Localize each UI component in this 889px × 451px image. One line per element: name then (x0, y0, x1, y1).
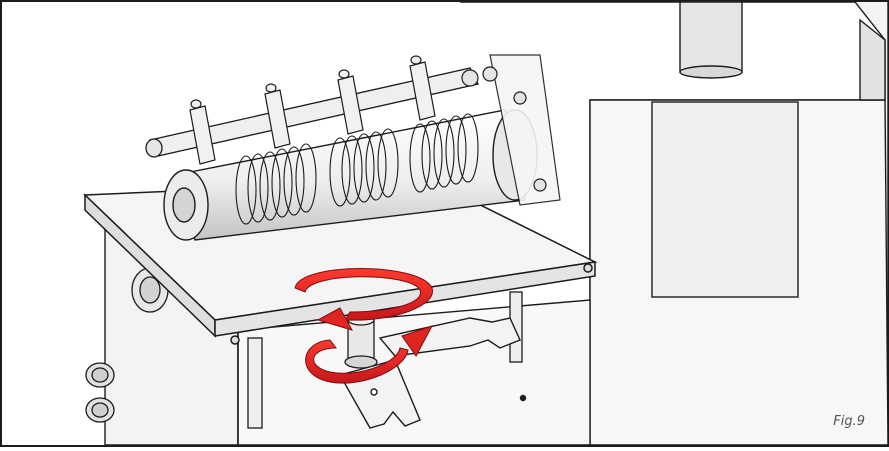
access-panel (651, 101, 799, 298)
machine-housing (460, 1, 889, 446)
counterclockwise-rotation-arrow-icon (305, 325, 434, 384)
figure-label: Fig.9 (833, 414, 865, 429)
roller-rings (235, 113, 479, 225)
center-bolt (344, 314, 378, 369)
clockwise-rotation-arrow-icon (294, 268, 433, 331)
upper-shaft (145, 67, 479, 158)
top-post (679, 1, 743, 79)
end-bracket (461, 54, 561, 206)
shaft-collars (189, 55, 436, 165)
